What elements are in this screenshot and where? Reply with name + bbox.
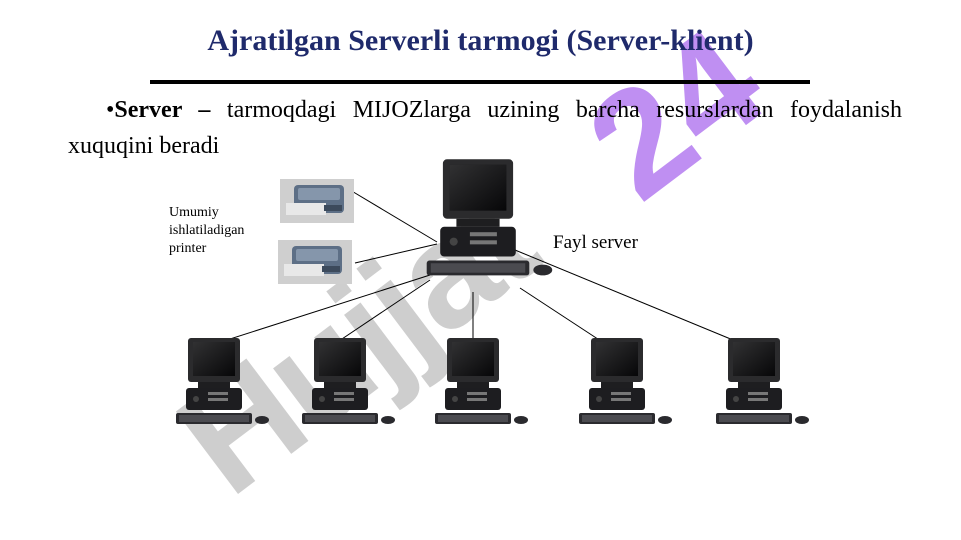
printer-label-line: Umumiy xyxy=(169,205,219,220)
desktop-computer-icon xyxy=(302,338,395,424)
desktop-computer-icon xyxy=(435,338,528,424)
link-printer-2 xyxy=(354,243,438,264)
link-client-1 xyxy=(204,274,431,348)
link-client-5 xyxy=(514,249,751,348)
link-client-4 xyxy=(519,287,611,348)
desktop-computer-icon xyxy=(716,338,809,424)
bullet-dash: – xyxy=(181,97,227,123)
printer-label-line: printer xyxy=(169,241,207,256)
desktop-computer-icon xyxy=(176,338,269,424)
printer-icon xyxy=(278,240,352,284)
server-label: Fayl server xyxy=(553,232,638,253)
link-printer-1 xyxy=(349,189,438,243)
link-client-2 xyxy=(329,279,431,348)
printer-label-line: ishlatiladigan xyxy=(169,223,245,238)
desktop-computer-icon xyxy=(579,338,672,424)
printer-icon xyxy=(280,179,354,223)
connection-lines xyxy=(204,189,751,348)
printer-label: Umumiy ishlatiladigan printer xyxy=(169,204,244,258)
bullet-term: Server xyxy=(114,97,182,123)
bullet-text: tarmoqdagi MIJOZlarga uzining barcha res… xyxy=(68,97,903,159)
bullet-marker: • xyxy=(106,97,115,123)
title-underline xyxy=(150,80,810,84)
bullet-paragraph: •Server – tarmoqdagi MIJOZlarga uzining … xyxy=(68,92,902,164)
slide-title: Ajratilgan Serverli tarmogi (Server-klie… xyxy=(207,24,754,57)
